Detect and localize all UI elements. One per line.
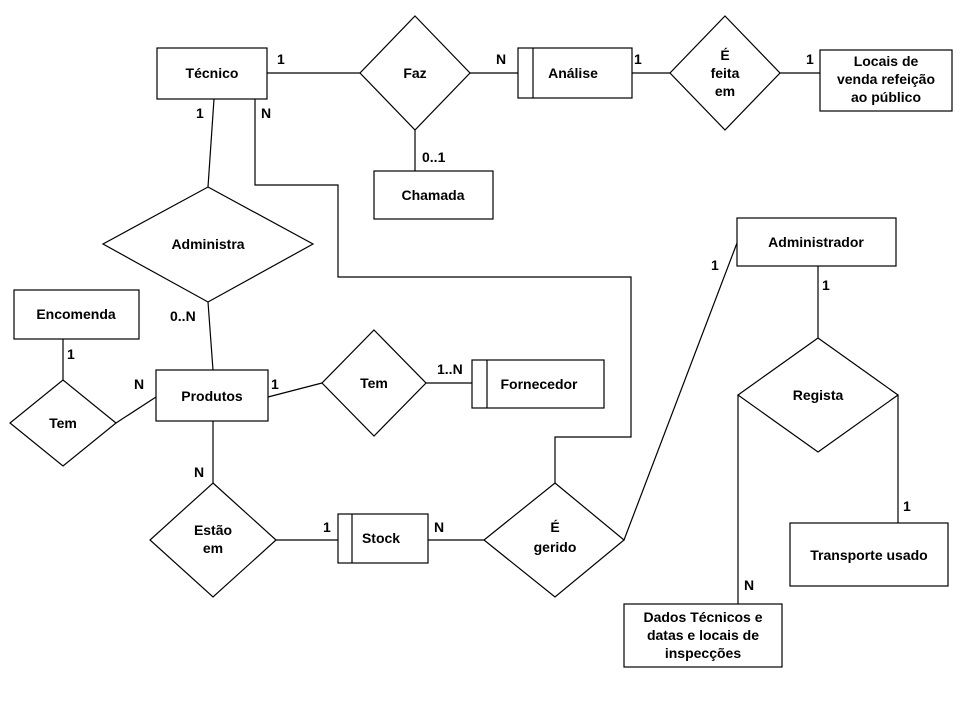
card-stock-gerido: N (434, 519, 444, 535)
card-gerido-administrador: 1 (711, 257, 719, 273)
relationship-e-gerido-line1: É (550, 519, 559, 535)
entity-produtos-label: Produtos (181, 388, 243, 404)
relationship-e-gerido: É gerido (483, 482, 625, 598)
card-administrador-regista: 1 (822, 277, 830, 293)
entity-encomenda: Encomenda (13, 289, 140, 340)
relationship-faz-label: Faz (403, 65, 426, 81)
entity-dados-line2: datas e locais de (647, 627, 759, 643)
relationship-tem-encomenda: Tem (9, 379, 117, 467)
entity-tecnico: Técnico (156, 47, 268, 100)
relationship-administra-label: Administra (171, 236, 244, 252)
card-encomenda-tem: 1 (67, 346, 75, 362)
line-administra-produtos (207, 301, 214, 371)
entity-analise-label: Análise (548, 65, 598, 81)
entity-administrador-label: Administrador (768, 234, 864, 250)
card-tecnico-gerido: N (261, 105, 271, 121)
card-analise-feita: 1 (634, 51, 642, 67)
line-tecnico-administra (207, 98, 215, 188)
relationship-e-feita-em: É feita em (669, 15, 781, 131)
entity-administrador: Administrador (736, 217, 897, 267)
entity-locais-line3: ao público (851, 89, 921, 105)
relationship-administra: Administra (101, 186, 315, 303)
connectors (62, 72, 899, 604)
relationship-regista-label: Regista (793, 387, 844, 403)
card-faz-analise: N (496, 51, 506, 67)
entity-encomenda-label: Encomenda (36, 306, 116, 322)
entity-locais-line1: Locais de (854, 53, 919, 69)
card-feita-locais: 1 (806, 51, 814, 67)
card-tecnico-faz: 1 (277, 51, 285, 67)
relationship-estao-em: Estão em (149, 482, 277, 598)
entity-chamada-label: Chamada (401, 187, 464, 203)
entity-transporte-label: Transporte usado (810, 547, 927, 563)
relationship-regista: Regista (736, 337, 900, 453)
entity-fornecedor-label: Fornecedor (500, 376, 578, 392)
relationship-e-feita-em-line3: em (715, 83, 735, 99)
entity-transporte: Transporte usado (789, 522, 949, 587)
relationship-e-feita-em-line2: feita (711, 65, 740, 81)
entity-locais: Locais de venda refeição ao público (819, 49, 953, 112)
relationship-tem-encomenda-label: Tem (49, 415, 77, 431)
entity-dados-line3: inspecções (665, 645, 741, 661)
entity-locais-line2: venda refeição (837, 71, 935, 87)
entity-dados: Dados Técnicos e datas e locais de inspe… (623, 603, 783, 668)
entity-dados-line1: Dados Técnicos e (643, 609, 762, 625)
card-administra-produtos: 0..N (170, 308, 196, 324)
entity-fornecedor: Fornecedor (471, 359, 605, 409)
entity-tecnico-label: Técnico (186, 65, 239, 81)
relationship-estao-em-line1: Estão (194, 522, 232, 538)
relationship-tem-fornecedor: Tem (321, 329, 427, 437)
card-tecnico-administra: 1 (196, 105, 204, 121)
relationship-faz: Faz (359, 15, 471, 131)
line-produtos-tem (267, 382, 323, 398)
cardinalities: 1 N 1 1 0..1 1 N 0..N 1 N 1 1..N N 1 N 1… (67, 51, 911, 593)
card-regista-dados: N (744, 577, 754, 593)
relationship-e-gerido-line2: gerido (534, 539, 577, 555)
entity-stock: Stock (337, 513, 429, 564)
card-produtos-tem: 1 (271, 376, 279, 392)
entity-stock-label: Stock (362, 530, 400, 546)
line-tecnico-gerido (254, 99, 632, 483)
relationship-tem-fornecedor-label: Tem (360, 375, 388, 391)
card-faz-chamada: 0..1 (422, 149, 446, 165)
line-tem-produtos (115, 396, 157, 424)
entity-produtos: Produtos (155, 369, 269, 422)
relationship-estao-em-line2: em (203, 540, 223, 556)
line-gerido-administrador (623, 242, 738, 541)
relationship-e-feita-em-line1: É (720, 47, 729, 63)
card-tem-produtos: N (134, 376, 144, 392)
card-produtos-estao: N (194, 464, 204, 480)
entity-analise: Análise (517, 47, 633, 99)
entity-chamada: Chamada (373, 170, 494, 220)
card-regista-transporte: 1 (903, 498, 911, 514)
card-tem-fornecedor: 1..N (437, 361, 463, 377)
card-estao-stock: 1 (323, 519, 331, 535)
